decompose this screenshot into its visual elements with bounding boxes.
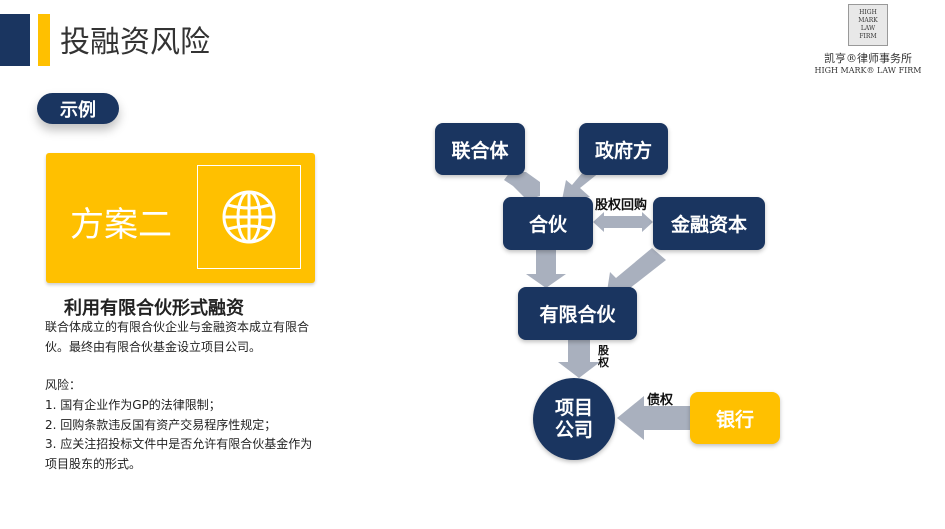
arrow-government-to-partnership (562, 172, 600, 200)
header-accent-bar (0, 14, 30, 66)
example-tag-label: 示例 (60, 99, 96, 121)
firm-logo: HIGH MARK LAW FIRM 凯亨®律师事务所 HIGH MARK® L… (808, 4, 928, 78)
risk-item-2: 2. 回购条款违反国有资产交易程序性规定； (45, 418, 277, 432)
plan-card: 方案二 (46, 153, 315, 283)
header-gold-bar (38, 14, 50, 66)
logo-en-name: HIGH MARK® LAW FIRM (814, 66, 922, 75)
node-bank: 银行 (690, 392, 780, 444)
logo-mark: HIGH MARK LAW FIRM (848, 4, 888, 46)
node-financial-capital: 金融资本 (653, 197, 765, 250)
logo-cn-name: 凯亨®律师事务所 (824, 52, 912, 65)
node-project-company: 项目公司 (533, 378, 615, 460)
plan-card-label: 方案二 (70, 205, 172, 245)
edge-label-equity-buyback: 股权回购 (595, 198, 648, 213)
edge-label-creditor-rights: 债权 (647, 393, 674, 408)
risk-item-3: 3. 应关注招投标文件中是否允许有限合伙基金作为项目股东的形式。 (45, 437, 313, 471)
arrow-lp-to-project (558, 340, 600, 378)
edge-label-equity: 股权 (598, 344, 609, 369)
arrow-equity-buyback (593, 212, 653, 232)
node-government: 政府方 (579, 123, 668, 175)
node-project-company-label: 项目公司 (554, 397, 593, 441)
plan-card-icon-box (197, 165, 301, 269)
section-description: 联合体成立的有限合伙企业与金融资本成立有限合伙。最终由有限合伙基金设立项目公司。 (45, 320, 310, 354)
node-partnership: 合伙 (503, 197, 593, 250)
section-heading: 利用有限合伙形式融资 (64, 298, 244, 319)
arrow-bank-to-project (617, 396, 690, 440)
page-title: 投融资风险 (60, 25, 210, 60)
node-consortium: 联合体 (435, 123, 525, 175)
arrow-consortium-to-partnership (504, 172, 540, 200)
arrow-capital-to-lp (606, 248, 666, 298)
risk-title: 风险： (45, 378, 82, 392)
example-tag: 示例 (37, 93, 119, 124)
risk-item-1: 1. 国有企业作为GP的法律限制； (45, 398, 221, 412)
node-limited-partnership: 有限合伙 (518, 287, 637, 340)
arrow-partnership-to-lp (526, 250, 566, 288)
globe-icon (222, 190, 276, 244)
